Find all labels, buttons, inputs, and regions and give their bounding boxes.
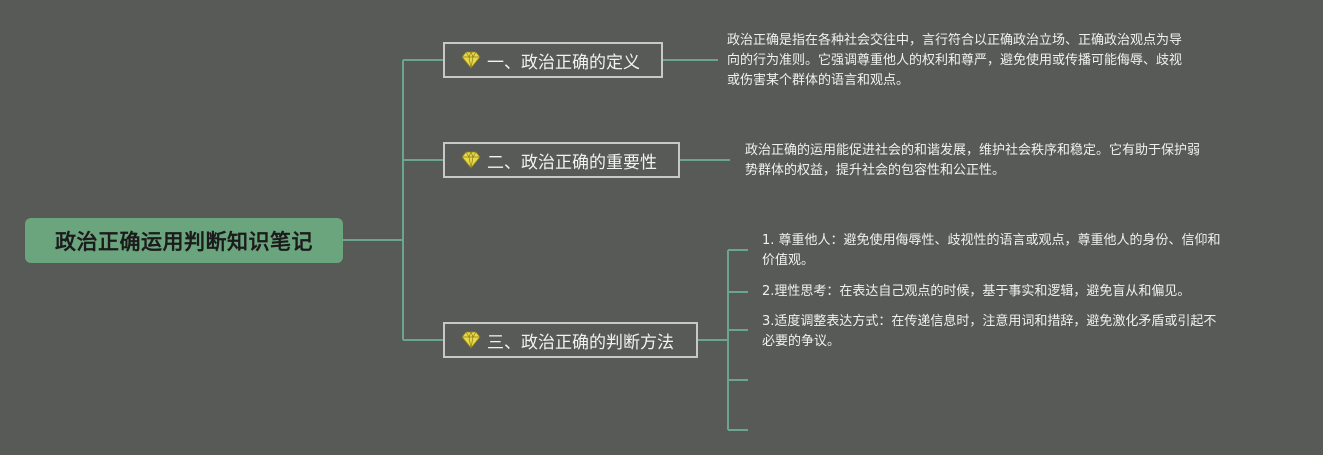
- branch-definition[interactable]: 一、政治正确的定义: [443, 42, 663, 78]
- root-topic-label: 政治正确运用判断知识笔记: [55, 229, 313, 254]
- method-item-rational-thinking[interactable]: 2.理性思考：在表达自己观点的时候，基于事实和逻辑，避免盲从和偏见。: [762, 282, 1190, 302]
- root-topic[interactable]: 政治正确运用判断知识笔记: [25, 218, 343, 263]
- note-definition: 政治正确是指在各种社会交往中，言行符合以正确政治立场、正确政治观点为导 向的行为…: [727, 31, 1182, 91]
- diamond-icon: [461, 331, 481, 349]
- note-line: 政治正确是指在各种社会交往中，言行符合以正确政治立场、正确政治观点为导: [727, 33, 1183, 48]
- branch-definition-label: 一、政治正确的定义: [487, 52, 640, 73]
- branch-importance-label: 二、政治正确的重要性: [487, 152, 657, 173]
- note-line: 或伤害某个群体的语言和观点。: [727, 73, 910, 88]
- method-line: 2.理性思考：在表达自己观点的时候，基于事实和逻辑，避免盲从和偏见。: [762, 284, 1191, 299]
- branch-judgment-methods[interactable]: 三、政治正确的判断方法: [443, 322, 698, 358]
- method-line: 3.适度调整表达方式：在传递信息时，注意用词和措辞，避免激化矛盾或引起不: [762, 314, 1217, 329]
- method-line: 价值观。: [762, 253, 815, 268]
- note-line: 向的行为准则。它强调尊重他人的权利和尊严，避免使用或传播可能侮辱、歧视: [727, 53, 1183, 68]
- method-item-adjust-expression[interactable]: 3.适度调整表达方式：在传递信息时，注意用词和措辞，避免激化矛盾或引起不 必要的…: [762, 312, 1216, 352]
- method-line: 必要的争议。: [762, 334, 841, 349]
- branch-judgment-methods-label: 三、政治正确的判断方法: [487, 332, 674, 353]
- method-item-respect[interactable]: 1. 尊重他人：避免使用侮辱性、歧视性的语言或观点，尊重他人的身份、信仰和 价值…: [762, 231, 1221, 271]
- diamond-icon: [461, 51, 481, 69]
- branch-importance[interactable]: 二、政治正确的重要性: [443, 142, 680, 178]
- note-line: 势群体的权益，提升社会的包容性和公正性。: [745, 163, 1006, 178]
- method-line: 1. 尊重他人：避免使用侮辱性、歧视性的语言或观点，尊重他人的身份、信仰和: [762, 233, 1221, 248]
- note-importance: 政治正确的运用能促进社会的和谐发展，维护社会秩序和稳定。它有助于保护弱 势群体的…: [745, 141, 1200, 181]
- diamond-icon: [461, 151, 481, 169]
- note-line: 政治正确的运用能促进社会的和谐发展，维护社会秩序和稳定。它有助于保护弱: [745, 143, 1201, 158]
